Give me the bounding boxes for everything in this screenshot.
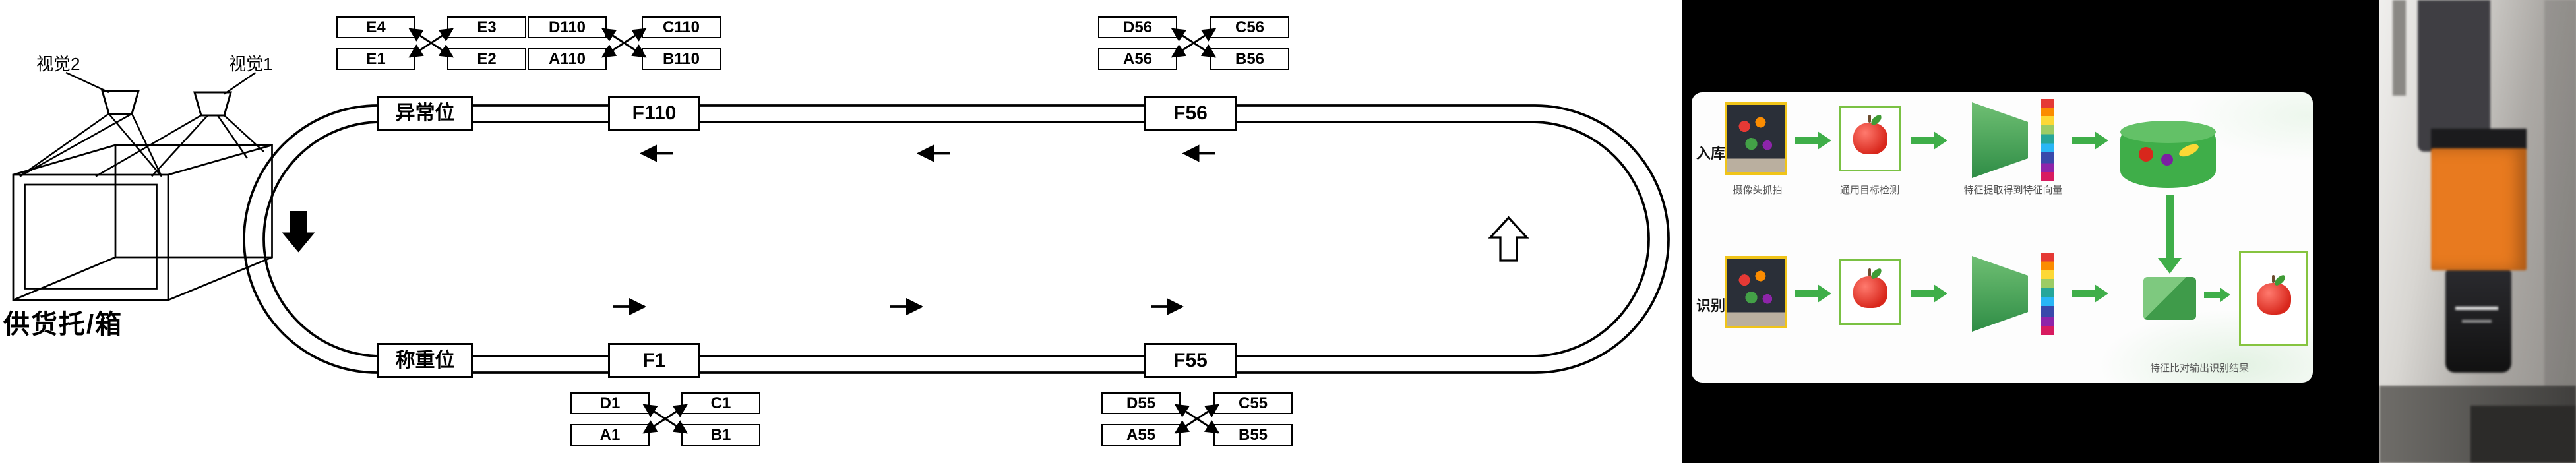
conveyor-track — [243, 104, 1670, 374]
row-label-recognize: 识别 — [1696, 297, 1726, 314]
vision-camera-icons — [101, 90, 232, 117]
grape-dot-icon — [2161, 154, 2173, 166]
station-f1: F1 — [608, 343, 700, 378]
green-arrow-down-icon — [2157, 195, 2183, 274]
caption-compare-output: 特征比对输出识别结果 — [2149, 363, 2249, 374]
detected-apple-box — [1839, 259, 1901, 325]
apple-icon — [2256, 274, 2291, 315]
left-side-down-arrow-icon — [282, 211, 315, 253]
camera-mount-motor — [2418, 0, 2490, 152]
station-f56: F56 — [1144, 96, 1237, 131]
caption-object-detection: 通用目标检测 — [1839, 185, 1899, 196]
green-arrow-right-icon — [1795, 127, 1831, 154]
transfer-box: D56 — [1098, 16, 1177, 38]
transfer-box: D110 — [528, 16, 607, 38]
caption-feature-extraction: 特征提取得到特征向量 — [1963, 185, 2063, 196]
station-f55: F55 — [1144, 343, 1237, 378]
feature-vector-strip — [2041, 253, 2054, 335]
station-weighing: 称重位 — [377, 343, 473, 378]
caption-camera-capture: 摄像头抓拍 — [1733, 185, 1783, 196]
camera-view-frustum-lines — [19, 113, 264, 177]
feature-compare-cube — [2143, 277, 2196, 320]
feature-database-cylinder — [2120, 121, 2216, 188]
transfer-box: D1 — [570, 392, 650, 414]
right-side-up-arrow-icon — [1488, 216, 1529, 262]
green-arrow-right-icon — [1911, 127, 1947, 154]
transfer-box: C1 — [681, 392, 760, 414]
transfer-box: E2 — [447, 48, 526, 70]
green-arrow-right-icon — [2072, 127, 2108, 154]
transfer-box: E1 — [336, 48, 415, 70]
transfer-box: A55 — [1101, 424, 1181, 446]
feature-vector-strip — [2041, 99, 2054, 181]
industrial-camera-photo — [2379, 0, 2576, 463]
station-f110: F110 — [608, 96, 700, 131]
vision2-label: 视觉2 — [36, 54, 80, 74]
transfer-box: B110 — [642, 48, 721, 70]
camera-body-orange — [2431, 148, 2527, 270]
transfer-box: C110 — [642, 16, 721, 38]
apple-dot-icon — [2139, 147, 2153, 162]
apple-icon — [1853, 115, 1887, 154]
station-abnormal: 异常位 — [377, 96, 473, 131]
transfer-box: A56 — [1098, 48, 1177, 70]
vision1-label: 视觉1 — [229, 54, 273, 74]
transfer-box: B1 — [681, 424, 760, 446]
recognition-pipeline-slide: 入库 识别 摄像头抓拍 通用目标检测 特征提取得到特征向量 — [1682, 0, 2379, 463]
transfer-box: E4 — [336, 16, 415, 38]
vision-label-leader-lines — [65, 71, 257, 95]
transfer-box: D55 — [1101, 392, 1181, 414]
mount-rod — [2393, 0, 2406, 96]
row-label-inbound: 入库 — [1696, 145, 1726, 162]
photo-bottom-dark-block — [2470, 406, 2576, 463]
supply-box-wireframe — [12, 144, 273, 301]
banana-icon — [2177, 141, 2201, 160]
transfer-box: C55 — [1213, 392, 1293, 414]
supply-pallet-label: 供货托/箱 — [3, 310, 123, 339]
green-arrow-right-icon — [1911, 280, 1947, 307]
lens-marking — [2455, 307, 2498, 310]
camera-lens — [2445, 270, 2511, 373]
apple-icon — [1853, 268, 1887, 308]
transfer-box: B55 — [1213, 424, 1293, 446]
green-arrow-right-icon — [2204, 285, 2230, 305]
photo-content — [2379, 0, 2576, 463]
transfer-box: A1 — [570, 424, 650, 446]
camera-capture-image — [1725, 102, 1787, 175]
camera-capture-image — [1725, 256, 1787, 328]
detected-apple-box — [1839, 106, 1901, 171]
photo-shadow — [2544, 0, 2576, 396]
camera-top-band — [2431, 129, 2527, 152]
transfer-box: B56 — [1210, 48, 1289, 70]
transfer-box: C56 — [1210, 16, 1289, 38]
green-arrow-right-icon — [2072, 280, 2108, 307]
green-arrow-right-icon — [1795, 280, 1831, 307]
recognition-result-box — [2239, 251, 2308, 346]
transfer-box: E3 — [447, 16, 526, 38]
transfer-box: A110 — [528, 48, 607, 70]
lens-marking — [2462, 320, 2492, 323]
